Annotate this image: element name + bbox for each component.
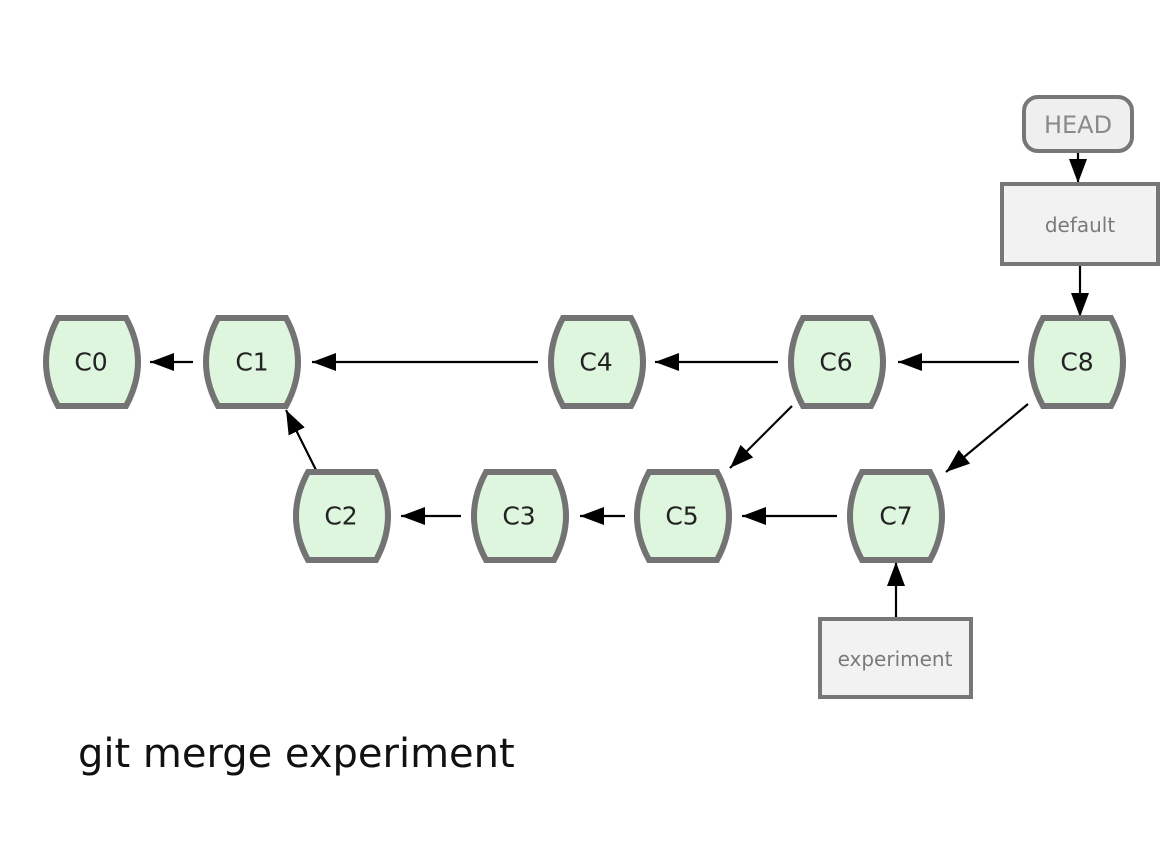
commit-label: C8 bbox=[1060, 348, 1093, 377]
branch-label: experiment bbox=[838, 647, 953, 671]
head-pointer: HEAD bbox=[1022, 95, 1134, 153]
commit-label: C7 bbox=[879, 502, 912, 531]
command-caption: git merge experiment bbox=[78, 731, 515, 777]
commit-label: C1 bbox=[235, 348, 268, 377]
commit-label: C6 bbox=[819, 348, 852, 377]
edge-c8-c7 bbox=[945, 403, 1029, 473]
commit-c4: C4 bbox=[548, 315, 646, 409]
commit-label: C0 bbox=[74, 348, 107, 377]
commit-c3: C3 bbox=[471, 469, 569, 563]
branch-experiment: experiment bbox=[818, 617, 973, 699]
branch-default: default bbox=[1000, 182, 1160, 266]
commit-label: C5 bbox=[665, 502, 698, 531]
edge-c2-c1 bbox=[285, 409, 317, 471]
edge-c6-c5 bbox=[729, 405, 793, 469]
commit-c6: C6 bbox=[788, 315, 886, 409]
commit-label: C3 bbox=[502, 502, 535, 531]
commit-c5: C5 bbox=[634, 469, 732, 563]
commit-c0: C0 bbox=[43, 315, 141, 409]
commit-c7: C7 bbox=[847, 469, 945, 563]
commit-label: C4 bbox=[579, 348, 612, 377]
edges bbox=[150, 152, 1089, 618]
commit-c1: C1 bbox=[203, 315, 301, 409]
commit-c8: C8 bbox=[1028, 315, 1126, 409]
branch-label: default bbox=[1045, 213, 1116, 237]
head-label: HEAD bbox=[1044, 111, 1112, 139]
commit-label: C2 bbox=[324, 502, 357, 531]
commit-c2: C2 bbox=[293, 469, 391, 563]
